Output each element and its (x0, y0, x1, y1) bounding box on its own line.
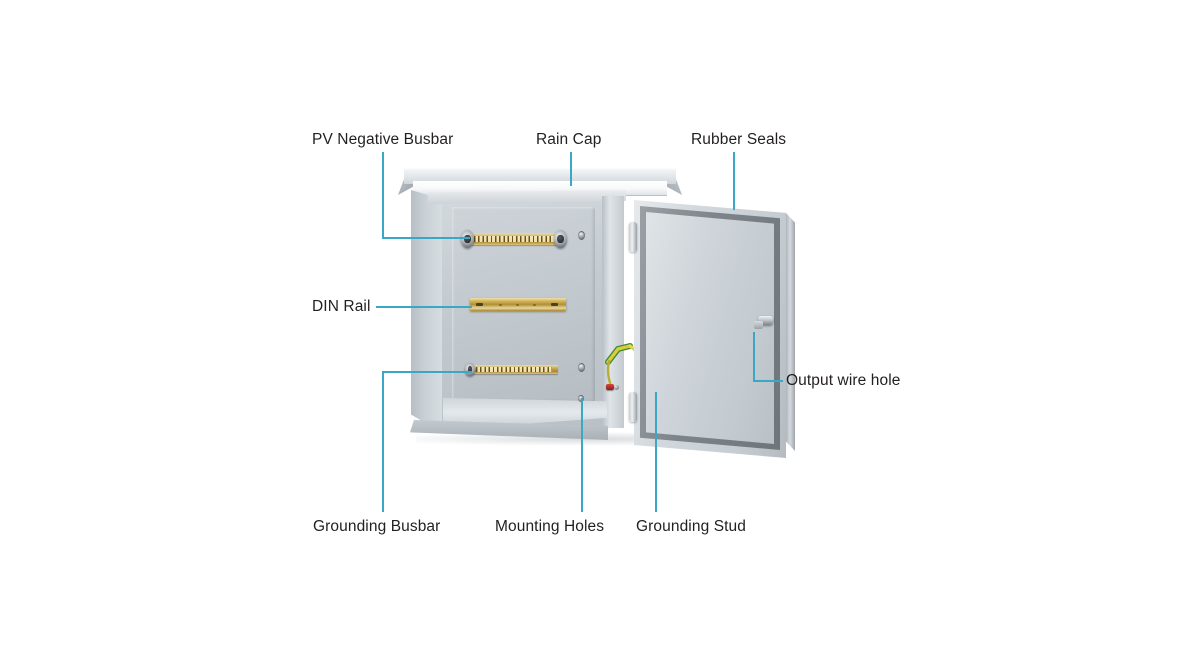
busbar-insulator-left (461, 229, 474, 249)
leader-mounting-holes (581, 398, 583, 512)
busbar-terminals (476, 366, 552, 372)
busbar-insulator-left (465, 362, 475, 377)
leader-rain-cap (570, 152, 572, 186)
callout-label-rubber-seals: Rubber Seals (691, 131, 787, 148)
leader-rubber-seals (733, 152, 735, 210)
leader-pv-negative-busbar-horizontal (382, 237, 470, 239)
enclosure-top-rim (428, 190, 626, 204)
pv-negative-busbar (461, 229, 567, 249)
leader-pv-negative-busbar-vertical (382, 152, 384, 238)
leader-grounding-busbar-vertical (382, 371, 384, 512)
leader-grounding-busbar-horizontal (382, 371, 472, 373)
leader-grounding-stud (655, 392, 657, 512)
enclosure-door[interactable] (626, 196, 796, 466)
busbar-terminals (474, 235, 554, 243)
busbar-insulator-right (554, 229, 567, 249)
leader-din-rail (376, 306, 472, 308)
enclosure-left-side-wall (411, 190, 444, 434)
door-inner-face (646, 212, 774, 444)
hinge-bottom (629, 392, 637, 422)
grounding-stud-box (614, 385, 619, 390)
callout-label-pv-negative-busbar: PV Negative Busbar (312, 131, 454, 148)
door-handle[interactable] (752, 314, 774, 332)
callout-label-rain-cap: Rain Cap (536, 131, 602, 148)
din-rail (470, 298, 566, 311)
leader-output-wire-hole-vertical (753, 332, 755, 381)
mounting-hole-top-right (578, 231, 585, 240)
grounding-busbar (465, 362, 558, 377)
callout-label-grounding-stud: Grounding Stud (636, 518, 746, 535)
rain-cap-top (404, 168, 676, 184)
callout-label-output-wire-hole: Output wire hole (786, 372, 901, 389)
callout-label-mounting-holes: Mounting Holes (495, 518, 605, 535)
leader-output-wire-hole-horizontal (753, 380, 783, 382)
mounting-hole-bottom-right (578, 363, 585, 372)
hinge-top (629, 222, 637, 252)
callout-label-din-rail: DIN Rail (312, 298, 371, 315)
door-right-edge (786, 213, 795, 451)
callout-label-grounding-busbar: Grounding Busbar (313, 518, 441, 535)
grounding-lug-box (606, 384, 614, 390)
